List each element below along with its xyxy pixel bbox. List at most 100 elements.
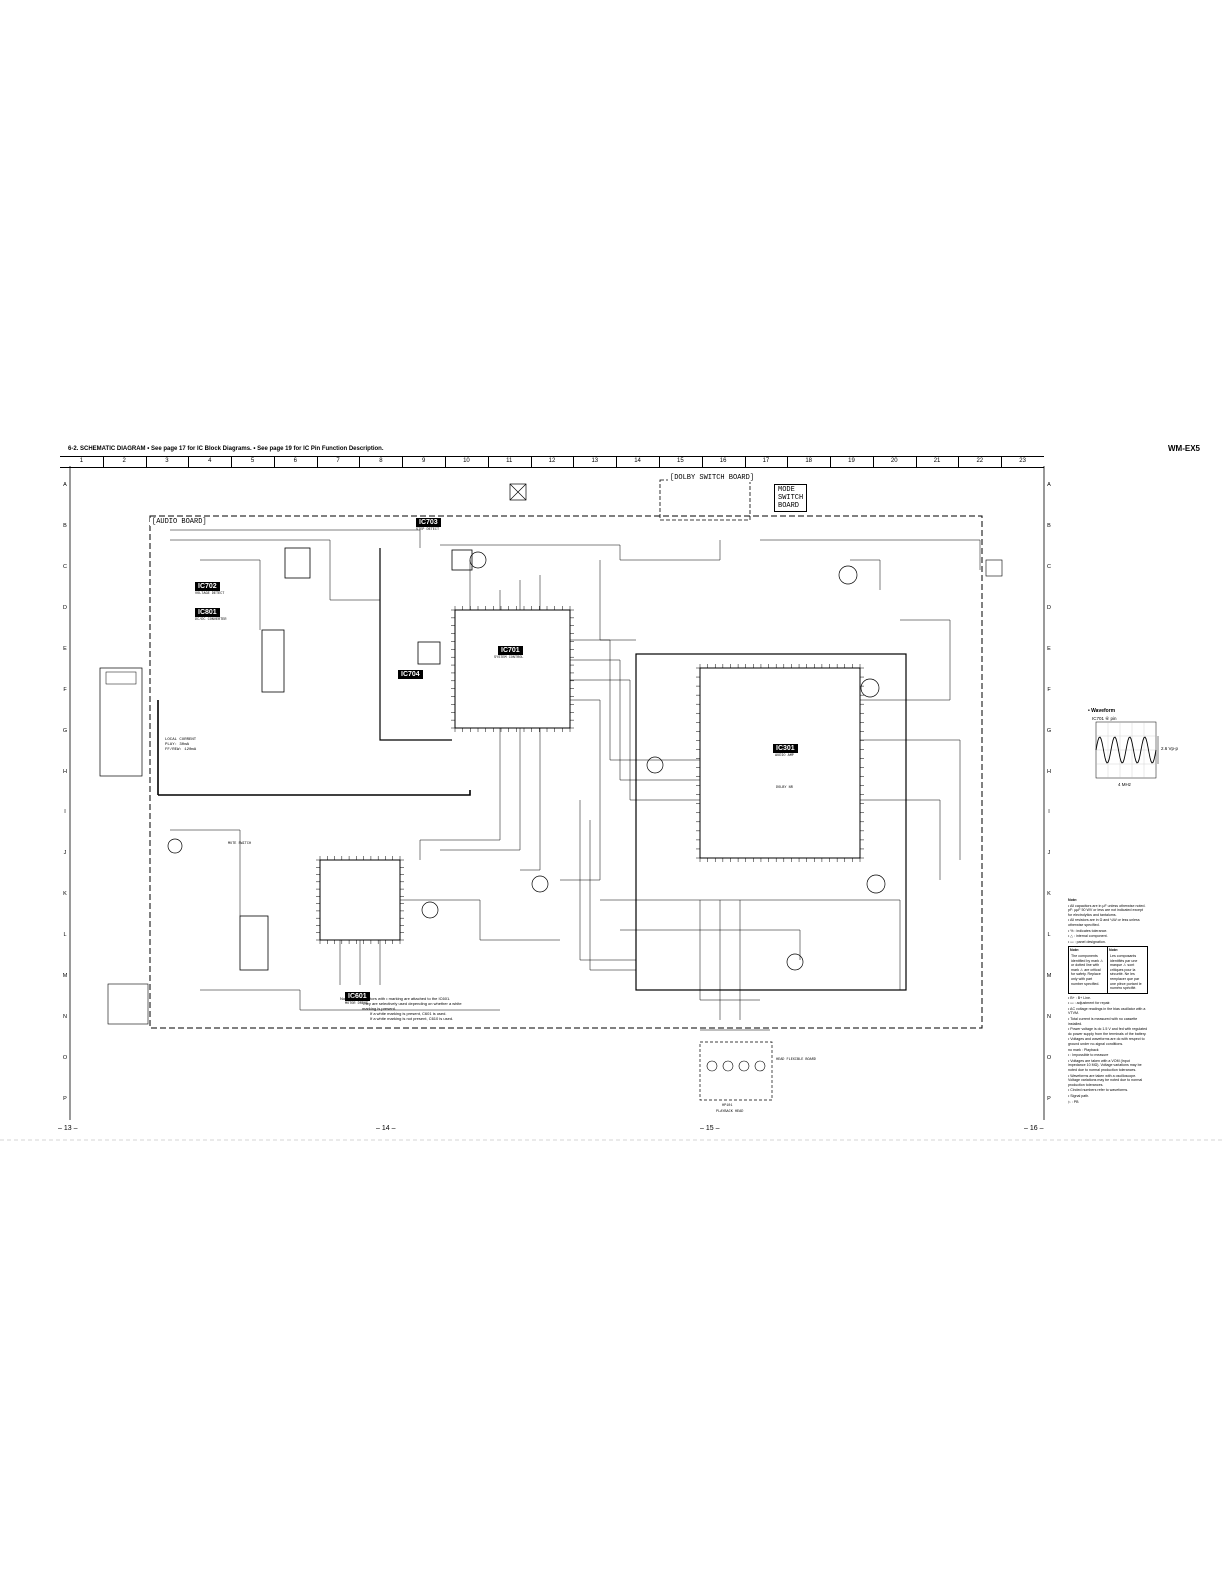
row-label: J [63, 850, 67, 857]
column-separator [872, 457, 874, 467]
ic601-sub: MOTOR DRIVE [345, 1002, 369, 1006]
column-label: 2 [122, 458, 126, 464]
safety-note-en-title: Note: [1070, 948, 1080, 953]
column-label: 8 [379, 458, 383, 464]
column-separator [402, 457, 404, 467]
playback-head-label: PLAYBACK HEAD [716, 1110, 744, 1114]
capacitor-note-line5: If a white marking is not present, C610 … [370, 1016, 454, 1021]
row-label: K [63, 891, 67, 898]
audio-board-label: [AUDIO BOARD] [150, 518, 209, 526]
page-number-15: – 15 – [700, 1125, 720, 1132]
column-separator [616, 457, 618, 467]
column-label: 23 [1019, 458, 1026, 464]
column-separator [188, 457, 190, 467]
note-item: • Voltages are taken with a VOM (Input i… [1068, 1058, 1142, 1072]
row-label: P [1047, 1095, 1051, 1102]
column-separator [316, 457, 318, 467]
row-label: J [1047, 850, 1051, 857]
column-label: 16 [719, 458, 727, 464]
column-label: 6 [293, 458, 297, 464]
column-label: 9 [421, 458, 426, 464]
column-separator [359, 457, 361, 467]
row-label: P [63, 1095, 67, 1102]
note-item: • △ : internal component. [1068, 934, 1108, 939]
capacitor-note-line3: marking is present. [362, 1006, 396, 1011]
row-label: D [63, 605, 67, 612]
note-item: ▷ : PB [1068, 1099, 1079, 1104]
notes-heading: Note: [1068, 898, 1078, 902]
local-current-line1: LOCAL CURRENT [165, 738, 197, 742]
ic601-tag: IC601 [345, 992, 370, 1001]
column-separator [658, 457, 660, 467]
mode-switch-line2: SWITCH [778, 494, 804, 502]
column-label: 10 [463, 458, 470, 464]
note-item: no mark : Playback [1068, 1047, 1099, 1052]
mute-switch-label: MUTE SWITCH [228, 842, 252, 846]
capacitor-note-line4: If a white marking is present, C601 is u… [370, 1011, 447, 1016]
waveform-title: • Waveform [1088, 708, 1116, 714]
column-label: 4 [208, 458, 212, 464]
row-label: F [63, 686, 67, 693]
row-label: M [1046, 972, 1052, 979]
local-current-line2: PLAY: 30mA [165, 743, 190, 747]
safety-note-en-text: The components identified by mark ⚠ or d… [1071, 953, 1104, 986]
ic703-tag: IC703 [416, 518, 441, 527]
row-label: M [62, 972, 68, 979]
row-label: O [62, 1054, 68, 1061]
capacitor-note-line2: They are selectively used depending on w… [362, 1001, 462, 1006]
ic301-sub: AUDIO AMP [775, 754, 794, 758]
capacitor-note-line1: Note: The capacitors with • marking are … [340, 996, 451, 1001]
column-separator [273, 457, 275, 467]
mode-switch-board-label: MODE SWITCH BOARD [774, 484, 808, 512]
dolby-nr-label: DOLBY NR [776, 786, 793, 790]
row-label: G [1046, 727, 1052, 734]
column-separator [830, 457, 832, 467]
row-label: N [1047, 1013, 1051, 1020]
note-item: • All resistors are in Ω and ¼W or less … [1068, 918, 1140, 927]
safety-note-fr: Note: Les composants identifiés par une … [1108, 947, 1147, 992]
column-separator [231, 457, 233, 467]
note-item: • B+ : B+ Line. [1068, 995, 1092, 1000]
waveform-amplitude: 2.6 Vp-p [1161, 746, 1179, 751]
note-item: • AC voltage readings in the bias oscill… [1068, 1006, 1146, 1016]
dolby-switch-board-label: [DOLBY SWITCH BOARD] [668, 474, 757, 482]
ic704-tag: IC704 [398, 670, 423, 679]
column-label: 22 [976, 458, 984, 464]
row-label: G [62, 727, 68, 734]
page-number-16: – 16 – [1024, 1125, 1044, 1132]
mode-switch-line3: BOARD [778, 502, 800, 510]
row-label: D [1047, 605, 1051, 612]
column-label: 1 [79, 458, 84, 464]
capacitor-note: Note: The capacitors with • marking are … [340, 996, 510, 1021]
row-label: A [1047, 482, 1051, 489]
column-label: 3 [165, 458, 169, 464]
column-label: 15 [677, 458, 684, 464]
row-label: B [63, 523, 67, 530]
row-label: O [1046, 1054, 1052, 1061]
row-label: A [63, 482, 67, 489]
ic703-sub: STEP DETECT [416, 528, 440, 532]
waveform-frequency: 4 MHz [1118, 782, 1132, 787]
column-label: 11 [506, 458, 513, 464]
column-separator [915, 457, 917, 467]
column-separator [787, 457, 789, 467]
ic701-sub: SYSTEM CONTROL [494, 656, 524, 660]
hp101-label: HP101 [722, 1104, 733, 1108]
column-separator [487, 457, 489, 467]
note-item: • All capacitors are in μF unless otherw… [1068, 903, 1146, 917]
row-label: N [63, 1013, 67, 1020]
notes-list-1: • All capacitors are in μF unless otherw… [1068, 904, 1148, 945]
row-label: L [63, 932, 67, 939]
column-label: 17 [762, 458, 770, 464]
ic702-tag: IC702 [195, 582, 220, 591]
row-label: K [1047, 891, 1051, 898]
safety-note-fr-title: Note: [1109, 948, 1119, 953]
note-item: • Circled numbers refer to waveforms. [1068, 1088, 1129, 1093]
column-label: 18 [805, 458, 813, 464]
note-item: • Signal path. [1068, 1093, 1090, 1098]
diagram-title: 6-2. SCHEMATIC DIAGRAM • See page 17 for… [68, 446, 384, 452]
ic301-tag: IC301 [773, 744, 798, 753]
